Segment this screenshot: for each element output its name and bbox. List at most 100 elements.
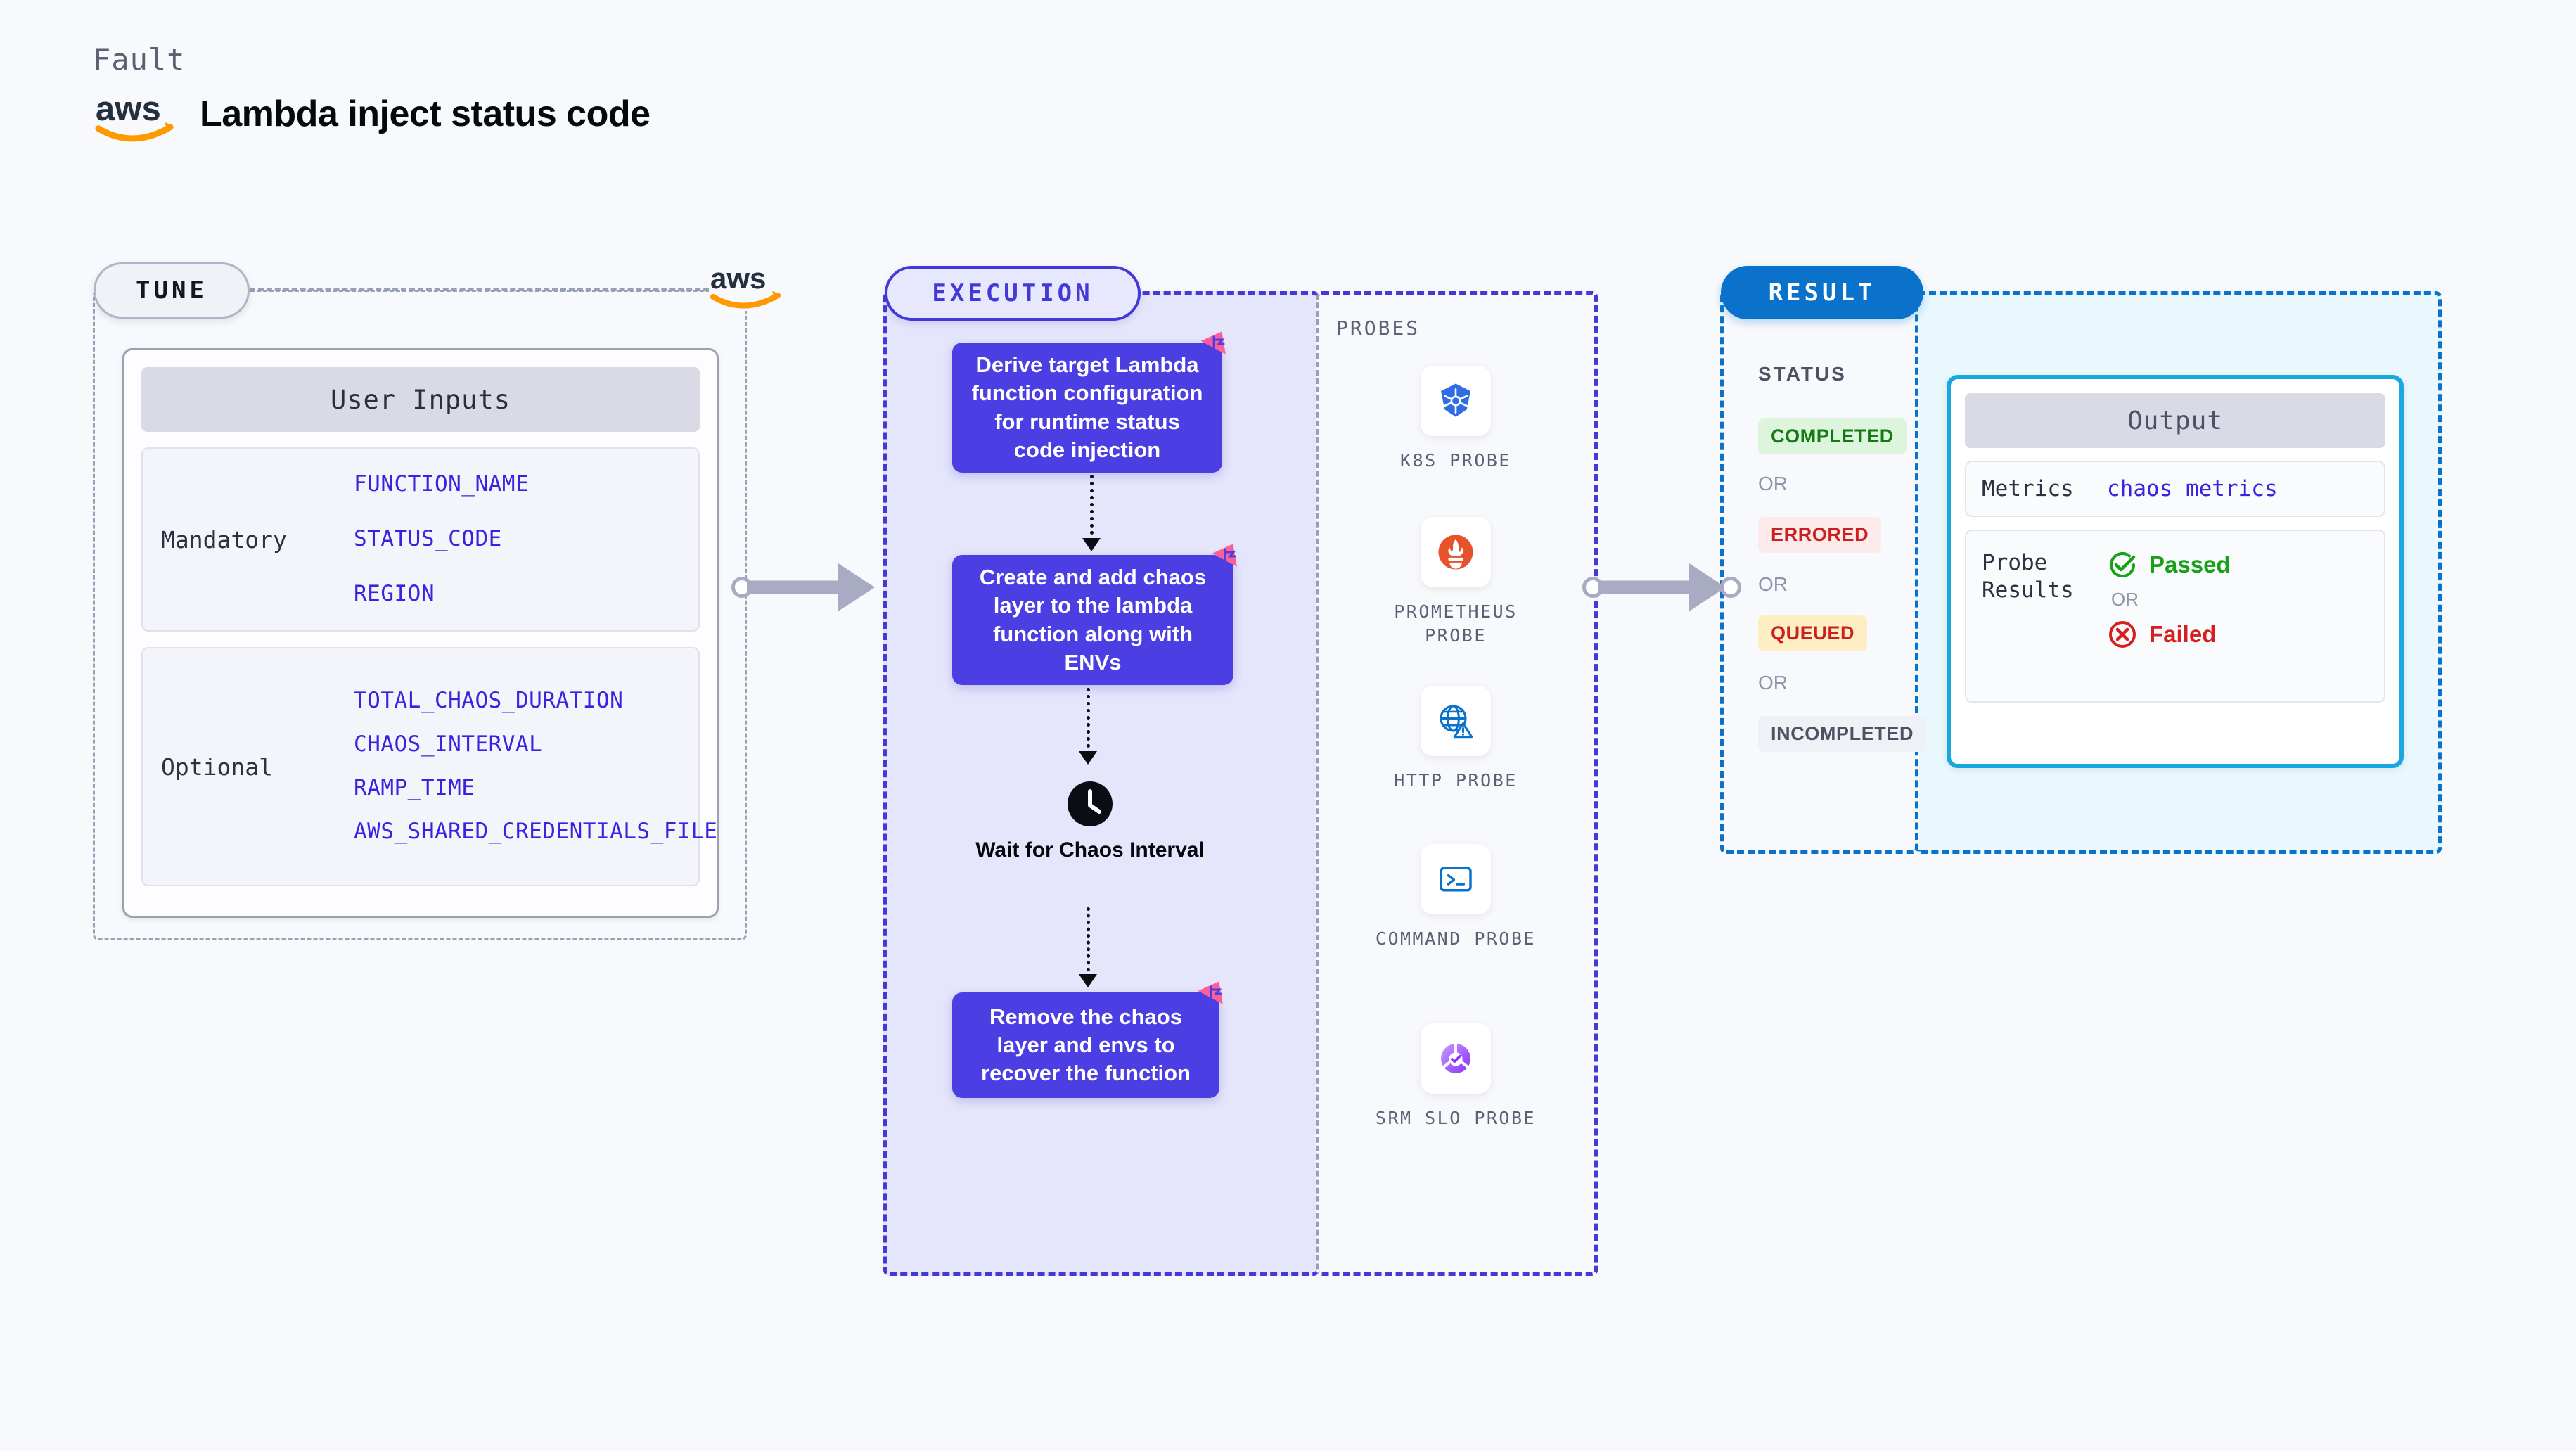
probe-label: PROMETHEUS PROBE xyxy=(1394,601,1518,646)
probe-item-command[interactable]: COMMAND PROBE xyxy=(1375,844,1537,951)
connector-execution-to-result xyxy=(1582,563,1744,612)
aws-logo-icon: aws xyxy=(95,89,174,142)
aws-logo-icon-edge: aws xyxy=(709,257,782,311)
tune-stage-pill[interactable]: TUNE xyxy=(94,262,250,319)
execution-step-box[interactable]: Create and add chaos layer to the lambda… xyxy=(952,544,1237,685)
svg-text:aws: aws xyxy=(710,262,766,295)
probe-item-http[interactable]: HTTP PROBE xyxy=(1375,686,1537,793)
failed-label: Failed xyxy=(2149,621,2217,647)
probe-tile xyxy=(1421,517,1491,587)
tune-dashed-connector-line xyxy=(250,288,717,291)
execution-step-box[interactable]: Derive target Lambda function configurat… xyxy=(952,331,1226,473)
chaos-flag-icon xyxy=(1212,544,1237,567)
connector-line xyxy=(1598,580,1703,594)
kubernetes-icon xyxy=(1441,383,1470,417)
arrow-shaft xyxy=(1087,907,1090,985)
input-group-variables: FUNCTION_NAME STATUS_CODE REGION xyxy=(354,471,698,607)
probe-result-passed: Passed xyxy=(2107,549,2384,580)
status-or-label: OR xyxy=(1758,672,1788,693)
status-badge-completed: COMPLETED xyxy=(1758,418,1907,454)
input-group-optional: Optional TOTAL_CHAOS_DURATION CHAOS_INTE… xyxy=(141,647,717,886)
execution-step-text: Remove the chaos layer and envs to recov… xyxy=(981,1004,1191,1086)
http-globe-icon xyxy=(1440,705,1473,739)
clock-icon xyxy=(1068,781,1113,826)
srm-slo-icon xyxy=(1441,1044,1470,1073)
probe-tile xyxy=(1421,366,1491,436)
arrow-shaft xyxy=(1090,475,1094,549)
execution-step-box[interactable]: Remove the chaos layer and envs to recov… xyxy=(952,981,1223,1098)
status-badge-errored: ERRORED xyxy=(1758,517,1882,553)
output-row-probe-results: Probe Results Passed OR Failed xyxy=(1965,530,2385,703)
fault-eyebrow-label: Fault xyxy=(93,42,186,77)
metrics-value: chaos metrics xyxy=(2107,476,2278,501)
arrow-head xyxy=(1082,538,1101,551)
connector-tune-to-execution xyxy=(731,563,893,612)
output-row-value: Passed OR Failed xyxy=(2107,549,2384,650)
input-group-mandatory: Mandatory FUNCTION_NAME STATUS_CODE REGI… xyxy=(141,447,700,632)
execution-step-text: Create and add chaos layer to the lambda… xyxy=(979,564,1207,675)
input-variable: TOTAL_CHAOS_DURATION xyxy=(354,688,624,714)
result-stage-pill[interactable]: RESULT xyxy=(1721,266,1923,319)
probes-section-label: PROBES xyxy=(1336,317,1421,340)
probe-label: SRM SLO PROBE xyxy=(1375,1108,1537,1128)
probe-result-failed: Failed xyxy=(2107,619,2384,650)
probes-panel xyxy=(1316,291,1598,1276)
wait-for-chaos-interval-node: Wait for Chaos Interval xyxy=(970,781,1210,864)
status-or-label: OR xyxy=(1758,473,1788,494)
probe-item-prometheus[interactable]: PROMETHEUS PROBE xyxy=(1375,517,1537,648)
flow-arrow xyxy=(1082,475,1101,551)
connector-end-dot xyxy=(1720,577,1741,598)
user-inputs-card-title: User Inputs xyxy=(141,367,700,432)
connector-arrowhead xyxy=(1689,563,1726,611)
status-section-label: STATUS xyxy=(1758,363,1847,385)
input-variable: AWS_SHARED_CREDENTIALS_FILE xyxy=(354,818,718,844)
connector-line xyxy=(747,580,852,594)
user-inputs-card: User Inputs Mandatory FUNCTION_NAME STAT… xyxy=(122,348,719,918)
chaos-flag-icon xyxy=(1198,981,1223,1004)
probe-item-srm-slo[interactable]: SRM SLO PROBE xyxy=(1375,1023,1537,1130)
probe-label: K8S PROBE xyxy=(1400,450,1511,471)
probe-tile xyxy=(1421,686,1491,756)
page-header: Fault aws Lambda inject status code xyxy=(93,42,651,144)
input-variable: REGION xyxy=(354,580,435,606)
x-circle-icon xyxy=(2109,621,2136,648)
connector-arrowhead xyxy=(838,563,875,611)
flow-arrow xyxy=(1079,907,1097,987)
prometheus-icon xyxy=(1438,535,1473,570)
execution-step-text: Derive target Lambda function configurat… xyxy=(971,352,1203,462)
input-variable: RAMP_TIME xyxy=(354,775,475,800)
chaos-flag-icon xyxy=(1200,331,1226,354)
status-badge-queued: QUEUED xyxy=(1758,615,1868,651)
probe-tile xyxy=(1421,844,1491,914)
check-circle-icon xyxy=(2110,552,2136,577)
probe-result-or-label: OR xyxy=(2111,589,2139,610)
output-card-title: Output xyxy=(1965,393,2385,448)
arrow-head xyxy=(1079,974,1097,987)
probe-tile xyxy=(1421,1023,1491,1094)
input-group-label: Optional xyxy=(161,753,273,781)
probe-item-k8s[interactable]: K8S PROBE xyxy=(1375,366,1537,473)
arrow-head xyxy=(1079,751,1097,765)
output-row-label: Probe Results xyxy=(1982,550,2074,603)
input-group-label: Mandatory xyxy=(161,525,287,554)
wait-node-label: Wait for Chaos Interval xyxy=(975,838,1205,862)
input-variable: CHAOS_INTERVAL xyxy=(354,731,543,758)
output-card: Output Metrics chaos metrics Probe Resul… xyxy=(1947,375,2404,768)
input-group-variables: TOTAL_CHAOS_DURATION CHAOS_INTERVAL RAMP… xyxy=(354,688,730,845)
output-row-label: Metrics xyxy=(1982,475,2074,501)
flow-arrow xyxy=(1079,688,1097,765)
svg-text:aws: aws xyxy=(96,89,161,128)
page-title: Lambda inject status code xyxy=(200,94,651,134)
output-row-value: chaos metrics xyxy=(2107,476,2384,501)
probe-label: HTTP PROBE xyxy=(1394,770,1518,791)
input-variable: STATUS_CODE xyxy=(354,526,502,552)
terminal-icon xyxy=(1440,867,1472,892)
status-or-label: OR xyxy=(1758,573,1788,595)
probe-label: COMMAND PROBE xyxy=(1375,928,1537,949)
title-row: aws Lambda inject status code xyxy=(93,84,651,144)
arrow-shaft xyxy=(1087,688,1090,762)
output-row-metrics: Metrics chaos metrics xyxy=(1965,461,2385,517)
execution-stage-pill[interactable]: EXECUTION xyxy=(885,266,1141,321)
passed-label: Passed xyxy=(2149,551,2231,577)
